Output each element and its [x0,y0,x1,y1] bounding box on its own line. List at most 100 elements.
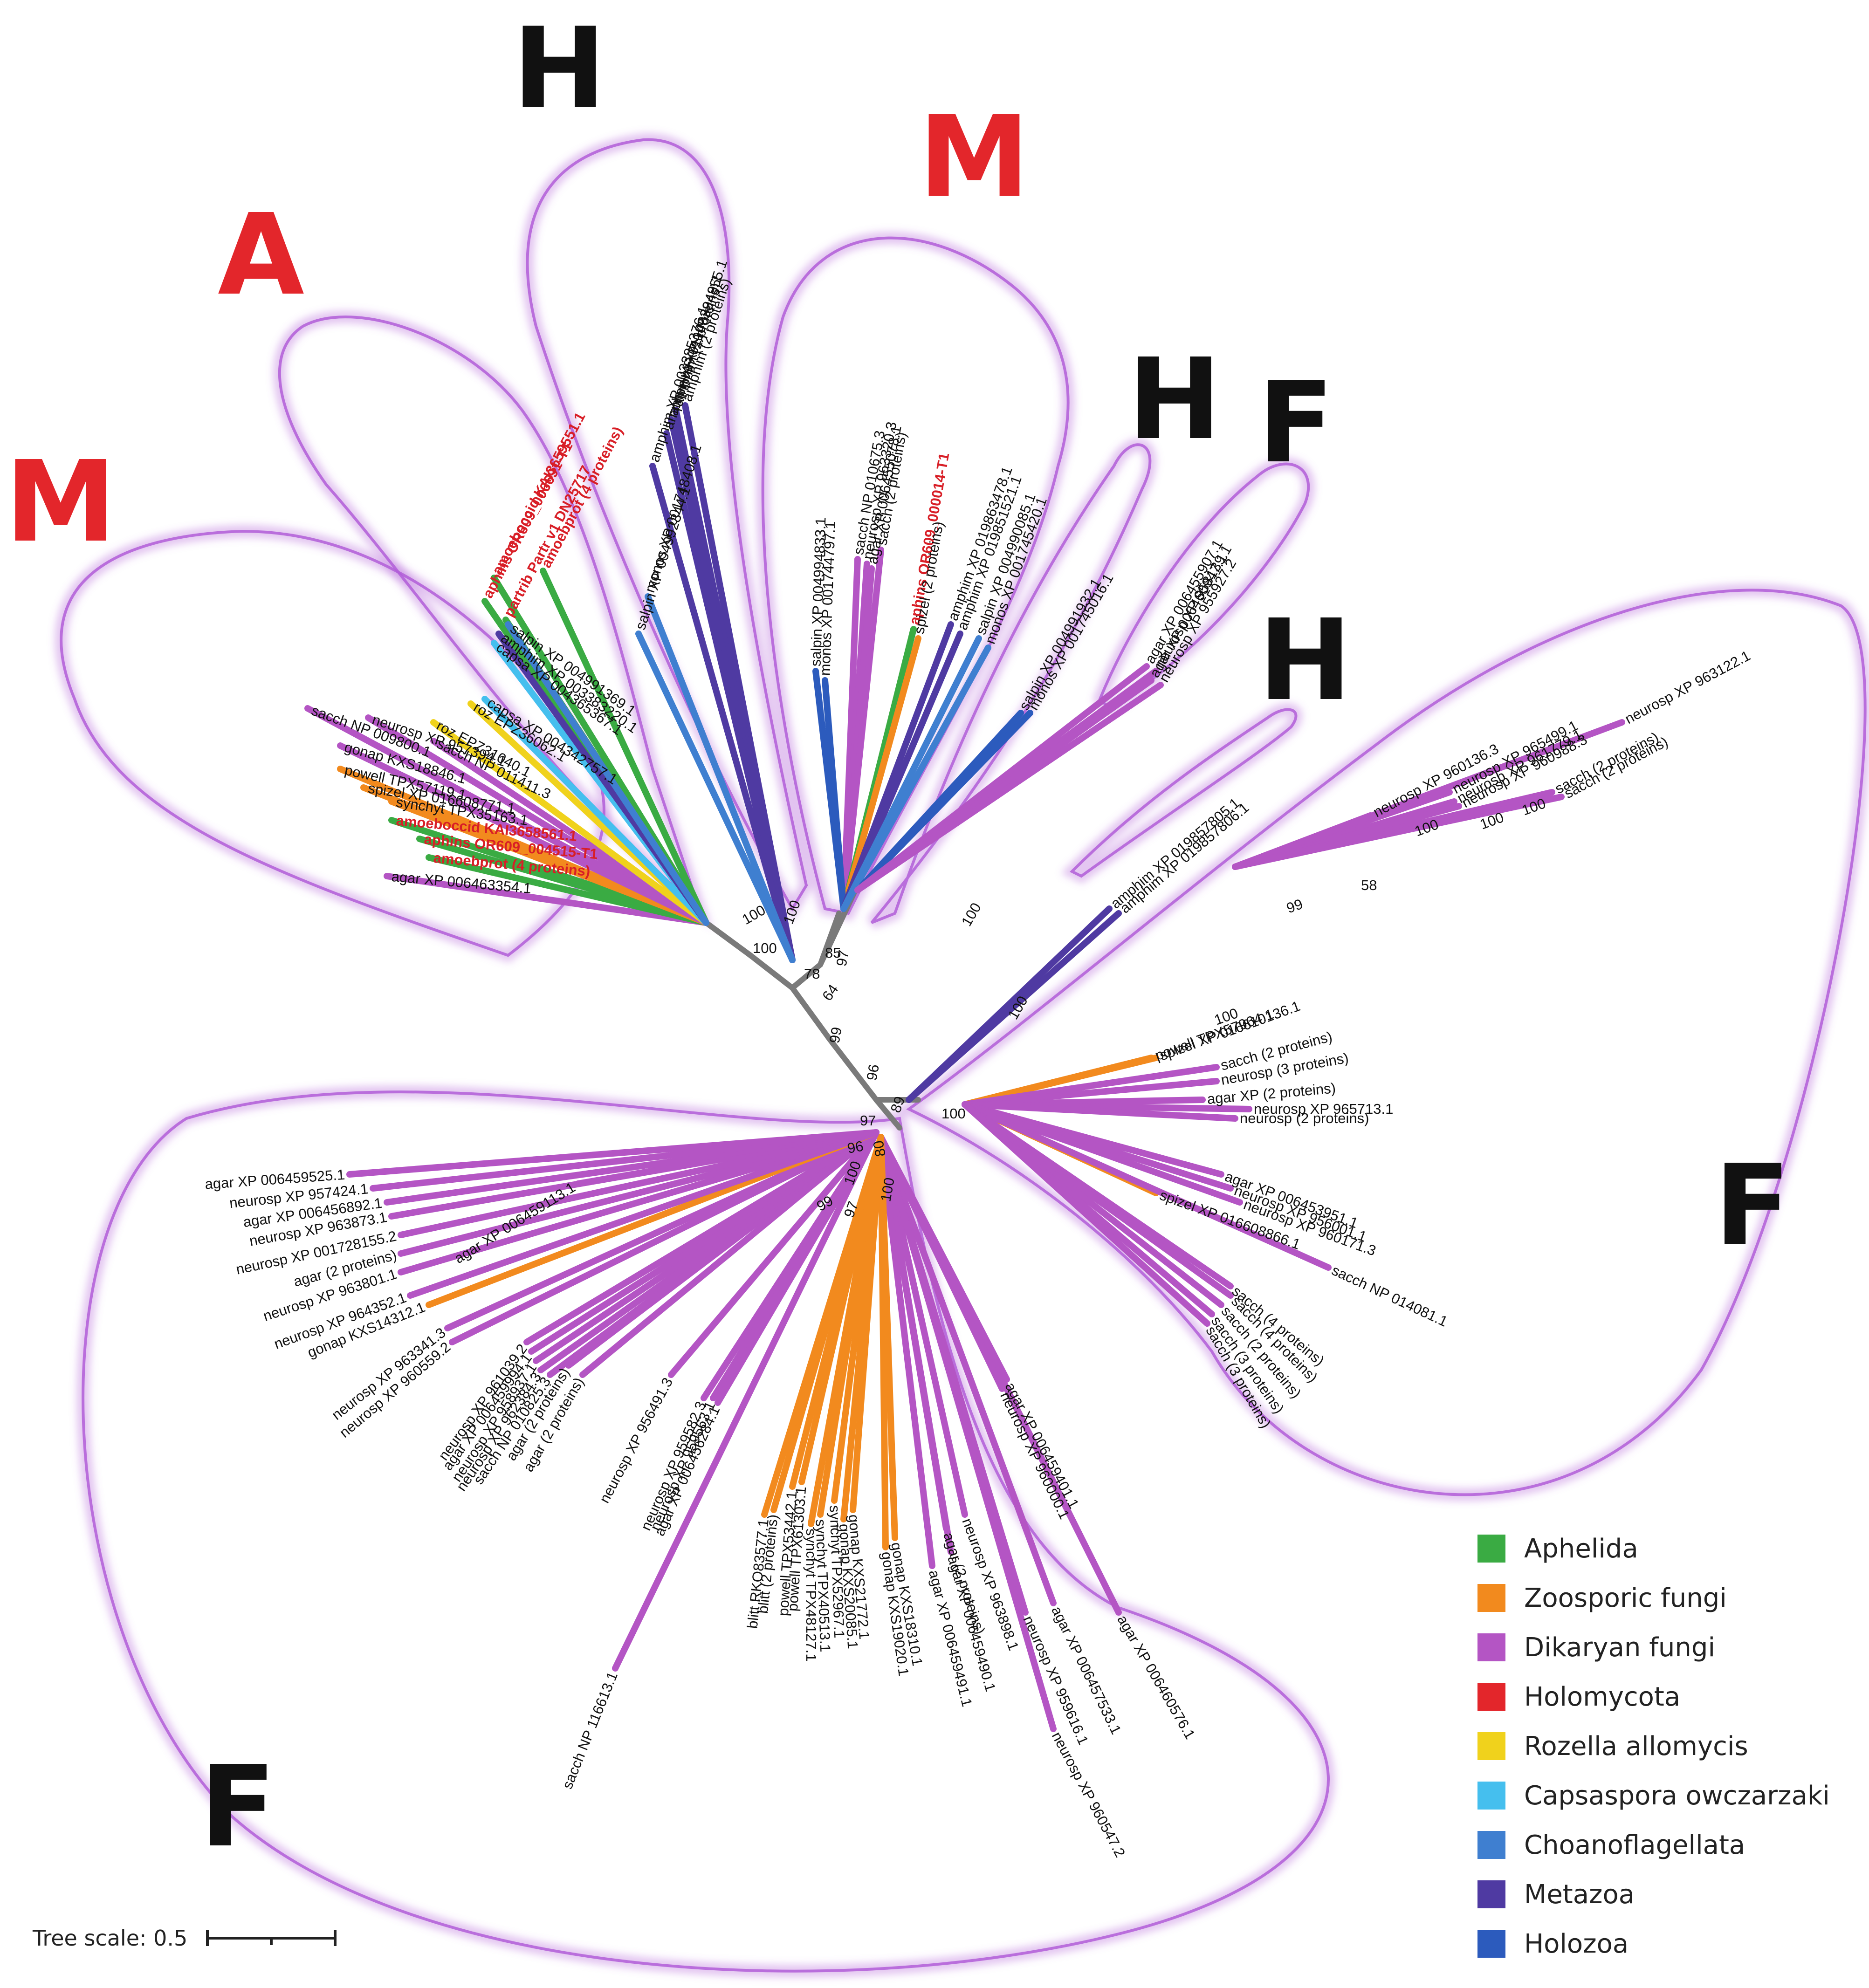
legend-swatch [1477,1831,1505,1859]
tree-scale: Tree scale: 0.5 [33,1926,337,1951]
branch-66 [878,1134,889,1550]
bootstrap-value: 58 [1361,877,1377,893]
branch-100 [384,873,709,926]
leaf-label: sacch NP 116613.1 [559,1670,621,1791]
clade-letter-M: M [5,437,117,567]
leaf-label: neurosp XP 965713.1 [1254,1101,1393,1117]
backbone-segment-6 [873,1097,902,1131]
branch-8 [649,463,796,963]
clade-letter-H: H [513,3,606,134]
clade-highlight-2 [521,133,813,922]
branch-76 [612,1129,880,1672]
clade-letter-M: M [919,92,1030,222]
leaf-label: neurosp (2 proteins) [1240,1110,1369,1126]
branch-106 [337,766,709,926]
legend-label: Capsaspora owczarzaki [1524,1780,1830,1811]
bootstrap-value: 80 [870,1139,888,1158]
legend-label: Choanoflagellata [1524,1830,1745,1860]
branch-9 [645,593,796,963]
tree-backbone [703,883,921,1131]
legend-item: Aphelida [1477,1524,1830,1573]
branch-37 [1232,794,1565,870]
clade-highlight-4 [866,438,1157,929]
bootstrap-value: 100 [941,1105,966,1122]
branch-99 [346,1129,880,1178]
legend-label: Holozoa [1524,1928,1629,1959]
legend-item: Rozella allomycis [1477,1721,1830,1771]
tree-scale-label: Tree scale: 0.5 [33,1926,188,1951]
legend-swatch [1477,1782,1505,1810]
branch-47 [962,1101,1243,1206]
branch-10 [635,631,796,963]
leaf-label: neurosp XP 960559.2 [336,1339,454,1441]
bootstrap-value: 97 [860,1112,876,1129]
branch-62 [878,1134,954,1555]
bootstrap-value: 85 [825,945,841,961]
legend-swatch [1477,1683,1505,1711]
branch-80 [668,1129,880,1378]
clade-letter-A: A [218,190,304,320]
branch-89 [444,1129,880,1331]
clade-highlight-8 [76,1085,1335,1978]
legend-swatch [1477,1930,1505,1958]
bootstrap-value: 99 [1284,896,1305,917]
bootstrap-value: 100 [753,940,777,956]
clade-letter-H: H [1258,595,1352,726]
bootstrap-value: 96 [863,1063,882,1082]
branch-57 [878,1134,1005,1392]
branch-79 [715,1129,880,1406]
clade-letter-F: F [1257,357,1334,488]
legend-swatch [1477,1633,1505,1661]
tree-branches [304,402,1625,1732]
leaf-label: neurosp XP 963122.1 [1622,647,1753,727]
branch-58 [878,1134,1057,1606]
bootstrap-value: 78 [804,966,820,982]
branch-60 [878,1134,968,1518]
branch-92 [407,1129,880,1299]
branch-64 [878,1134,1057,1732]
legend-swatch [1477,1880,1505,1908]
legend-label: Metazoa [1524,1879,1635,1910]
branch-28 [854,682,1164,893]
legend-item: Metazoa [1477,1870,1830,1919]
legend-swatch [1477,1535,1505,1563]
branch-63 [878,1134,935,1569]
backbone-segment-0 [703,920,753,958]
clade-letter-H: H [1128,334,1222,465]
legend-item: Choanoflagellata [1477,1820,1830,1870]
legend-item: Capsaspora owczarzaki [1477,1771,1830,1820]
legend-item: Dikaryan fungi [1477,1623,1830,1672]
branch-22 [840,644,991,912]
clade-letter-F: F [199,1741,276,1872]
clade-letter-F: F [1714,1140,1791,1271]
clade-highlight-6 [1061,703,1303,884]
clade-highlight-3 [756,231,1075,921]
clade-highlight-5 [1092,457,1315,717]
branch-35 [1232,719,1625,870]
backbone-segment-2 [790,962,823,991]
tree-scale-bar [206,1930,337,1946]
backbone-segment-1 [748,953,795,991]
legend-label: Dikaryan fungi [1524,1632,1716,1663]
legend-label: Zoosporic fungi [1524,1583,1727,1613]
branch-116 [505,621,709,926]
branch-49 [962,1101,1332,1271]
branch-75 [761,1134,884,1518]
legend-label: Holomycota [1524,1681,1681,1712]
clade-highlight-1 [273,310,713,929]
branch-111 [430,719,709,926]
branch-14 [840,547,884,912]
clade-highlight-7 [896,583,1869,1501]
leaf-label: synchyt TPX48127.1 [803,1529,819,1662]
legend-item: Zoosporic fungi [1477,1573,1830,1623]
leaf-label: sacch NP 014081.1 [1329,1262,1450,1330]
branch-18 [812,668,847,912]
branch-0 [540,568,709,926]
legend-swatch [1477,1732,1505,1760]
leaf-label: neurosp XP 960547.2 [1049,1729,1128,1860]
legend-label: Aphelida [1524,1533,1638,1564]
backbone-segment-5 [827,1036,879,1103]
bootstrap-value: 97 [833,949,852,967]
